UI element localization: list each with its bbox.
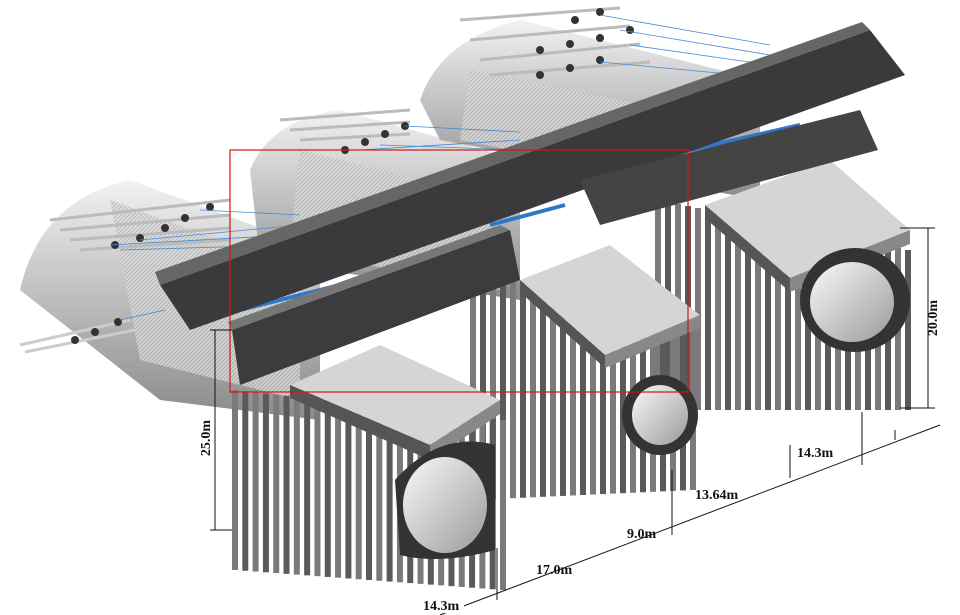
pile [580,295,586,495]
pile [293,396,300,575]
pile [715,212,721,410]
pier-cap-middle [520,245,700,368]
tunnel-front [395,441,495,559]
pile [510,279,516,499]
pile [304,398,311,576]
blue-tendons [109,14,771,321]
pile [530,283,536,498]
pile [324,400,331,577]
pile [262,393,269,573]
dim-span-a: 14.3m [423,599,460,614]
pile [765,222,771,410]
pile [695,208,701,410]
pile [242,391,249,571]
pile [273,394,280,574]
pile [540,285,546,497]
pile [755,220,761,410]
pile [232,390,238,570]
pile [386,407,393,582]
anchor-plates [71,8,634,344]
tunnel-right [800,248,910,352]
dim-span-e: 14.3m [797,446,834,461]
pile [705,210,711,410]
pile [470,270,476,500]
highlight-box [229,149,689,393]
pile [600,299,606,495]
dim-span-a-backdrop [420,597,464,613]
pile [785,226,791,410]
pile [376,406,383,581]
pile [314,399,321,577]
pile [252,392,259,572]
pile [335,401,342,578]
dim-pier-height-front: 25.0m [199,420,214,457]
pile [610,301,616,494]
dim-pier-height-back: 20.0m [926,300,941,337]
main-girder [155,22,905,330]
dim-span-d: 13.64m [695,488,739,503]
pile [620,304,626,494]
pile [366,405,372,580]
tunnel-middle [622,375,698,455]
crossbeam-front [228,225,520,385]
crossbeam-right [580,110,878,225]
pile [905,250,911,410]
pile [520,281,526,498]
pile [283,395,290,574]
strand-bundles [19,6,651,354]
pile [795,228,801,410]
dimension-lines [210,227,941,615]
pile [745,218,751,410]
pile [590,297,596,495]
pile [725,214,731,410]
pile [345,402,352,579]
pile [560,290,566,496]
pile [775,224,781,410]
dim-span-c: 9.0m [627,527,657,542]
pile [500,276,506,499]
pile [355,403,362,580]
pile [490,274,496,500]
pile [735,216,741,410]
pile [480,272,486,500]
pile [570,292,576,496]
dim-span-b: 17.0m [536,563,573,578]
pile [500,420,506,590]
